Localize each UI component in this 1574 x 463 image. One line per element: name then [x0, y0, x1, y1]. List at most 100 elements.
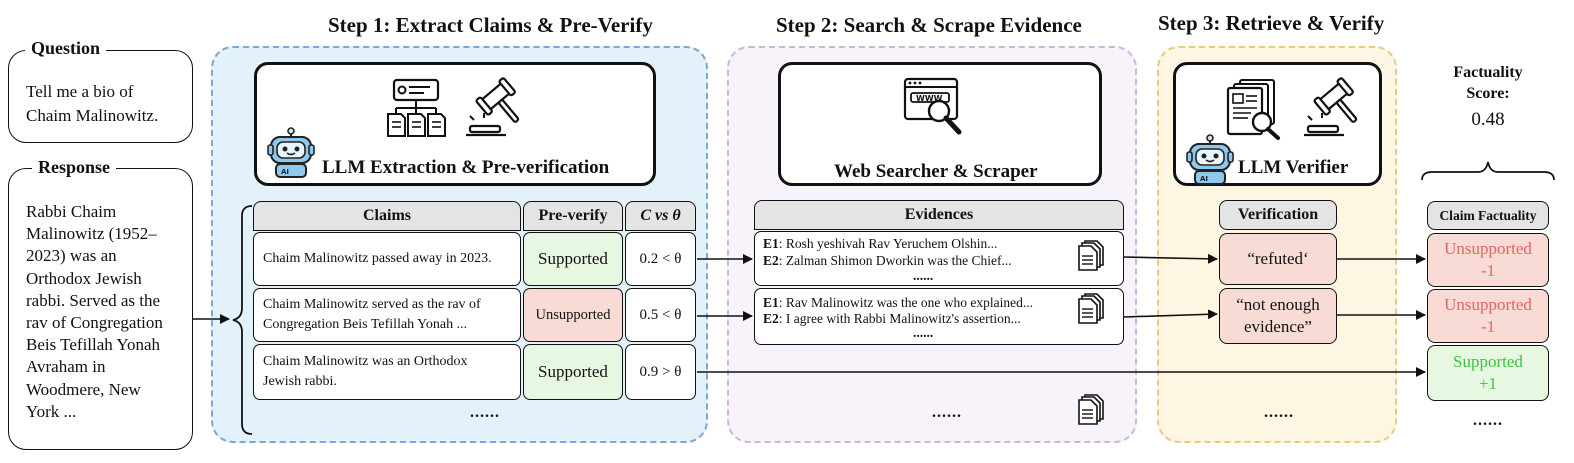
- extraction-tool-box: [254, 62, 656, 186]
- factuality-label-line: Factuality: [1453, 64, 1523, 81]
- document-search-icon: [1226, 79, 1280, 140]
- evidence-line: E2: Zalman Shimon Dworkin was the Chief.…: [763, 252, 1012, 269]
- response-line: Beis Tefillah Yonah: [26, 335, 161, 355]
- factuality-label-line: Score:: [1466, 85, 1510, 102]
- compare-cell: 0.5 < θ: [625, 288, 696, 342]
- step2-title: Step 2: Search & Scrape Evidence: [776, 13, 1082, 37]
- step1-title: Step 1: Extract Claims & Pre-Verify: [328, 13, 653, 37]
- response-line: 2023) was an: [26, 246, 117, 266]
- documents-icon: [1078, 293, 1104, 324]
- verification-result: “refuted‘: [1219, 233, 1337, 285]
- response-box: [8, 168, 193, 450]
- question-box: [8, 50, 193, 143]
- response-line: rabbi. Served as the: [26, 290, 161, 310]
- verification-result: “not enough evidence”: [1219, 288, 1337, 344]
- verifier-tool-label: LLM Verifier: [1238, 157, 1349, 178]
- claim-factuality-supported: Supported +1: [1427, 345, 1549, 401]
- arrow-evidence1-to-verify: [1123, 253, 1218, 264]
- claim-text: Chaim Malinowitz passed away in 2023.: [263, 251, 492, 266]
- question-text: Tell me a bio of Chaim Malinowitz.: [26, 80, 158, 128]
- arrow-evidence2-to-verify: [1123, 309, 1218, 320]
- evidence-group: [754, 288, 1124, 345]
- claim-text: Chaim Malinowitz served as the rav of: [263, 297, 481, 312]
- response-line: York ...: [26, 401, 77, 421]
- claim-text: Chaim Malinowitz was an Orthodox: [263, 354, 468, 369]
- compare-cell: 0.2 < θ: [625, 232, 696, 286]
- claim-factuality-label: Supported: [1453, 352, 1523, 371]
- evidence-text: : Rav Malinowitz was the one who explain…: [778, 295, 1033, 310]
- compare-header: C vs θ: [625, 201, 696, 231]
- preverify-supported: Supported: [523, 232, 623, 286]
- response-line: Woodmere, New: [26, 379, 141, 399]
- evidence-text: : Zalman Shimon Dworkin was the Chief...: [778, 253, 1012, 268]
- robot-icon: AI: [267, 127, 315, 178]
- claim-factuality-label: Unsupported: [1444, 295, 1532, 314]
- verification-ellipsis: ......: [1264, 404, 1294, 421]
- evidence-text: : I agree with Rabbi Malinowitz's assert…: [778, 311, 1021, 326]
- verification-header: Verification: [1219, 200, 1337, 230]
- question-title: Question: [25, 38, 107, 59]
- claim-factuality-unsupported: Unsupported -1: [1427, 289, 1549, 343]
- evidence-ellipsis: ......: [913, 268, 934, 283]
- evidence-group: [754, 231, 1124, 286]
- response-title: Response: [32, 157, 117, 178]
- claims-header: Claims: [253, 201, 521, 231]
- gavel-icon: [466, 77, 520, 137]
- claims-ellipsis: ......: [470, 404, 500, 421]
- factuality-score-label: Factuality Score:: [1438, 62, 1538, 104]
- svg-text:AI: AI: [281, 168, 289, 176]
- claims-brace: [232, 205, 253, 435]
- claim-factuality-value: +1: [1478, 374, 1498, 393]
- svg-text:AI: AI: [1200, 175, 1208, 183]
- response-line: Orthodox Jewish: [26, 268, 142, 288]
- evidence-line: E1: Rosh yeshivah Rav Yeruchem Olshin...: [763, 235, 997, 252]
- factuality-ellipsis: ......: [1473, 412, 1503, 429]
- claim-cell: Chaim Malinowitz served as the rav of Co…: [253, 288, 521, 342]
- evidence-tag: E1: [763, 236, 779, 251]
- claim-text: Jewish rabbi.: [263, 374, 337, 389]
- searcher-tool-label: Web Searcher & Scraper: [834, 161, 1038, 182]
- response-line: Avraham in: [26, 357, 106, 377]
- gavel-icon: [1304, 77, 1358, 137]
- evidence-tag: E2: [763, 311, 779, 326]
- step3-title: Step 3: Retrieve & Verify: [1158, 11, 1385, 35]
- response-text: Rabbi Chaim Malinowitz (1952– 2023) was …: [26, 201, 163, 423]
- document-tree-icon: [387, 78, 446, 137]
- evidence-line: E2: I agree with Rabbi Malinowitz's asse…: [763, 310, 1021, 327]
- verification-text: “not enough: [1236, 295, 1320, 314]
- preverify-header: Pre-verify: [523, 201, 623, 231]
- claim-cell: Chaim Malinowitz was an Orthodox Jewish …: [253, 344, 521, 400]
- preverify-supported: Supported: [523, 344, 623, 400]
- verification-text: “refuted‘: [1247, 249, 1309, 268]
- factuality-score-value: 0.48: [1471, 109, 1505, 130]
- claim-factuality-unsupported: Unsupported -1: [1427, 233, 1549, 287]
- response-line: Malinowitz (1952–: [26, 224, 157, 244]
- question-line-1: Tell me a bio of: [26, 82, 134, 101]
- response-line: Rabbi Chaim: [26, 202, 117, 221]
- claim-factuality-value: -1: [1480, 317, 1496, 336]
- verification-text: evidence”: [1244, 317, 1312, 336]
- claim-text: Congregation Beis Tefillah Yonah ...: [263, 317, 468, 332]
- web-search-icon: WWW: [903, 77, 962, 135]
- evidence-line: E1: Rav Malinowitz was the one who expla…: [763, 294, 1033, 311]
- claim-cell: Chaim Malinowitz passed away in 2023.: [253, 232, 521, 286]
- response-line: rav of Congregation: [26, 313, 163, 333]
- extraction-tool-label: LLM Extraction & Pre-verification: [322, 157, 610, 178]
- documents-icon: [1078, 240, 1104, 271]
- claim-factuality-header: Claim Factuality: [1427, 201, 1549, 230]
- question-line-2: Chaim Malinowitz.: [26, 106, 159, 125]
- documents-icon: [1078, 394, 1104, 425]
- compare-cell: 0.9 > θ: [625, 344, 696, 400]
- evidence-tag: E2: [763, 253, 779, 268]
- evidence-tag: E1: [763, 295, 779, 310]
- svg-text:WWW: WWW: [916, 94, 943, 103]
- evidences-header: Evidences: [754, 200, 1124, 230]
- evidence-ellipsis: ......: [913, 325, 934, 340]
- robot-icon: AI: [1186, 134, 1234, 185]
- claim-factuality-value: -1: [1480, 261, 1496, 280]
- claim-factuality-label: Unsupported: [1444, 239, 1532, 258]
- preverify-unsupported: Unsupported: [523, 288, 623, 342]
- evidences-ellipsis: ......: [932, 404, 962, 421]
- evidence-text: : Rosh yeshivah Rav Yeruchem Olshin...: [778, 236, 998, 251]
